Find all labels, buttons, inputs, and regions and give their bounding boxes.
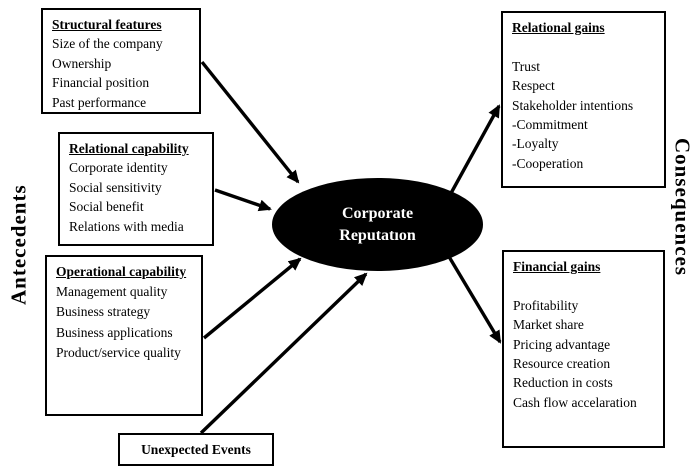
list-item: Management quality xyxy=(56,284,168,300)
operational-capability-title: Operational capability xyxy=(56,264,187,279)
list-item: Trust xyxy=(512,58,541,74)
list-item: Social benefit xyxy=(69,199,144,215)
list-item: -Loyalty xyxy=(512,136,559,152)
antecedents-axis-label: Antecedents xyxy=(6,184,31,306)
corporate-reputation-line2: Reputatıon xyxy=(339,226,416,244)
consequences-axis-label: Consequences xyxy=(670,137,695,276)
relational-capability-title: Relational capability xyxy=(69,141,189,156)
list-item: Pricing advantage xyxy=(513,336,611,352)
unexpected-events-label: Unexpected Events xyxy=(141,441,251,457)
arrow-structural-to-reputation xyxy=(200,60,300,184)
list-item: Size of the company xyxy=(52,36,163,52)
list-item: Ownership xyxy=(52,55,112,71)
structural-features-title: Structural features xyxy=(52,17,162,32)
list-item: Market share xyxy=(513,317,584,333)
structural-features-box: Structural features Size of the company … xyxy=(41,8,201,114)
list-item: Cash flow accelaration xyxy=(513,394,637,410)
operational-capability-box: Operational capability Management qualit… xyxy=(45,255,203,416)
list-item: Stakeholder intentions xyxy=(512,97,634,113)
arrow-relational-capability-to-reputation xyxy=(214,188,272,212)
unexpected-events-box: Unexpected Events xyxy=(118,433,274,466)
relational-gains-box: Relational gains Trust Respect Stakehold… xyxy=(501,11,666,188)
spacer xyxy=(513,276,654,295)
arrow-reputation-to-financial-gains xyxy=(446,254,502,344)
list-item: Resource creation xyxy=(513,356,611,372)
list-item: Corporate identity xyxy=(69,160,168,176)
list-item: Business strategy xyxy=(56,304,151,320)
list-item: Product/service quality xyxy=(56,344,181,360)
relational-gains-title: Relational gains xyxy=(512,20,605,35)
list-item: Respect xyxy=(512,78,555,94)
list-item: Reduction in costs xyxy=(513,375,613,391)
list-item: Past performance xyxy=(52,94,147,110)
financial-gains-box: Financial gains Profitability Market sha… xyxy=(502,250,665,448)
arrow-operational-to-reputation xyxy=(202,257,302,340)
corporate-reputation-ellipse: Corporate Reputatıon xyxy=(272,178,483,271)
arrow-reputation-to-relational-gains xyxy=(448,104,501,196)
list-item: -Cooperation xyxy=(512,155,584,171)
list-item: Profitability xyxy=(513,297,579,313)
financial-gains-title: Financial gains xyxy=(513,259,601,274)
relational-capability-box: Relational capability Corporate identity… xyxy=(58,132,214,246)
list-item: Financial position xyxy=(52,75,150,91)
spacer xyxy=(512,37,655,56)
list-item: Business applications xyxy=(56,324,173,340)
list-item: Social sensitivity xyxy=(69,179,162,195)
list-item: -Commitment xyxy=(512,117,588,133)
arrow-unexpected-events-to-reputation xyxy=(199,272,368,435)
list-item: Relations with media xyxy=(69,218,184,234)
corporate-reputation-line1: Corporate xyxy=(341,204,414,222)
